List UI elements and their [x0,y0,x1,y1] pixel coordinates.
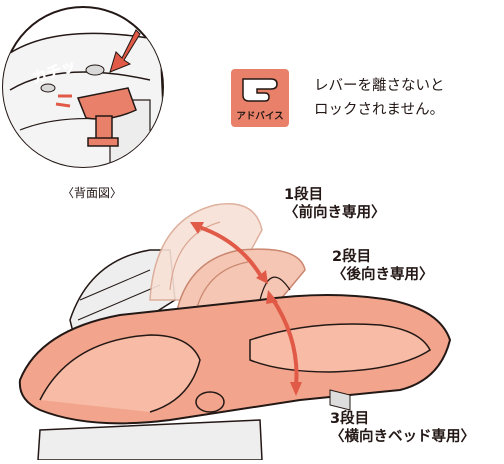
step-2-number: 2段目 [332,249,372,265]
step-3-label: 3段目 〈横向きベッド専用〉 [330,410,475,446]
rear-view-inset: カチッ [0,0,166,174]
advice-badge-label: アドバイス [236,110,283,122]
advice-line-2: ロックされません。 [314,102,445,118]
seat-recline-illustration [0,190,504,461]
step-2-description: 〈後向き専用〉 [332,267,434,283]
inset-caption: 〈背面図〉 [62,186,123,200]
step-3-number: 3段目 [330,411,370,427]
step-1-label: 1段目 〈前向き専用〉 [284,186,386,222]
advice-badge: アドバイス [231,69,289,127]
step-1-number: 1段目 [284,187,324,203]
pointing-hand-icon [242,78,278,102]
advice-text: レバーを離さないと ロックされません。 [314,74,445,122]
step-2-label: 2段目 〈後向き専用〉 [332,248,434,284]
step-3-description: 〈横向きベッド専用〉 [330,429,475,445]
advice-line-1: レバーを離さないと [314,78,445,94]
step-1-description: 〈前向き専用〉 [284,205,386,221]
